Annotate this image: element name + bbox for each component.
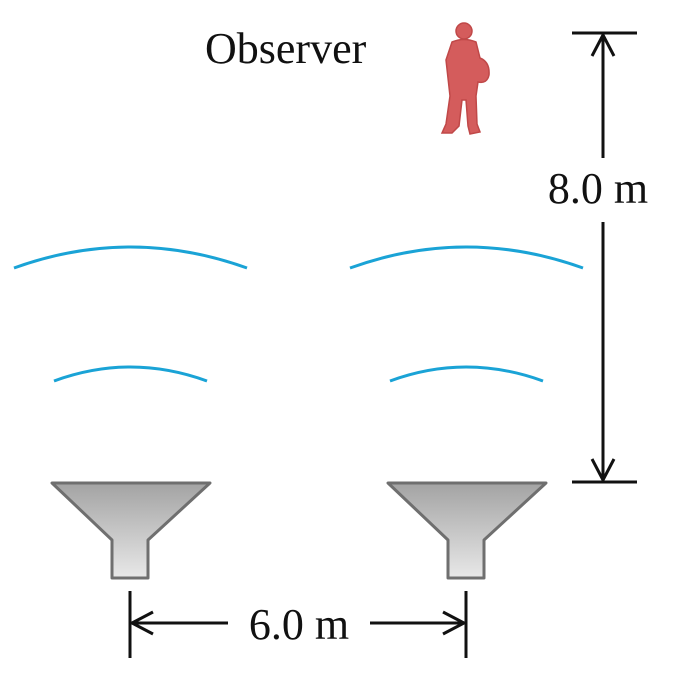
vertical-dimension (572, 31, 637, 484)
right-speaker-icon (386, 481, 548, 580)
arrow-up-icon (590, 31, 616, 57)
wave-front-left-inner (53, 365, 208, 383)
arrow-right-icon (442, 610, 468, 636)
sound-waves (13, 245, 584, 383)
wave-front-right-outer (349, 245, 584, 270)
left-speaker-icon (50, 481, 212, 580)
observer-person-icon (440, 22, 490, 135)
horizontal-dimension (128, 591, 468, 658)
observer-label: Observer (205, 24, 367, 73)
arrow-down-icon (590, 458, 616, 484)
arrow-left-icon (128, 610, 154, 636)
horizontal-distance-label: 6.0 m (249, 600, 349, 649)
vertical-distance-label: 8.0 m (548, 164, 648, 213)
wave-front-left-outer (13, 245, 248, 270)
wave-front-right-inner (389, 365, 544, 383)
